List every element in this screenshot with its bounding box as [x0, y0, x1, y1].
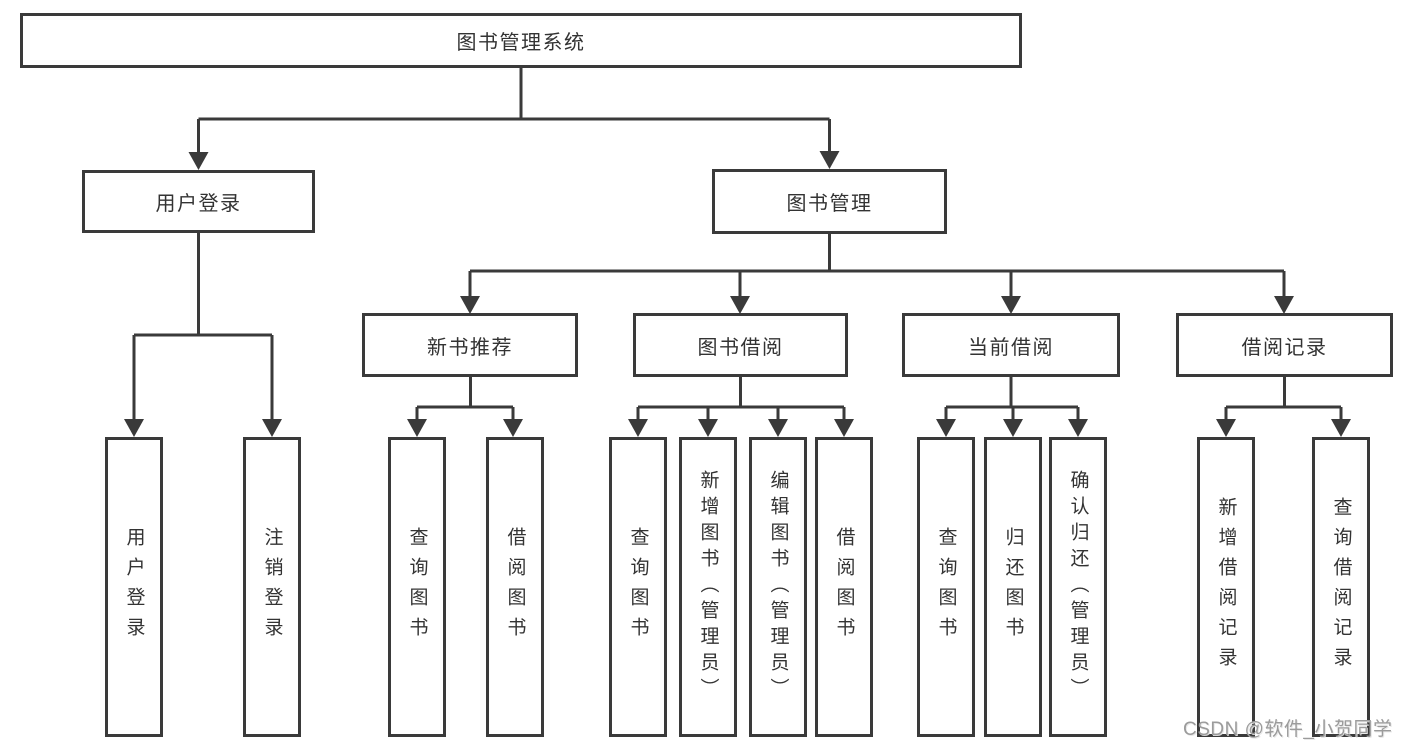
- arrow-down-icon: [628, 419, 648, 437]
- arrow-down-icon: [1003, 419, 1023, 437]
- arrow-down-icon: [834, 419, 854, 437]
- leaf-query-books: 查询图书: [609, 437, 667, 737]
- node-borrowing-records: 借阅记录: [1176, 313, 1393, 377]
- node-book-management: 图书管理: [712, 169, 947, 234]
- connector-bookmgmt-to-level3: [468, 234, 1286, 300]
- arrow-down-icon: [936, 419, 956, 437]
- connector-current-to-leaves: [944, 377, 1080, 423]
- arrow-down-icon: [124, 419, 144, 437]
- leaf-query-books: 查询图书: [388, 437, 446, 737]
- arrow-down-icon: [460, 296, 480, 314]
- leaf-borrow-books: 借阅图书: [486, 437, 544, 737]
- node-label: 新增图书（管理员）: [697, 470, 719, 704]
- csdn-watermark: CSDN @软件_小贺同学: [1183, 719, 1393, 740]
- arrow-down-icon: [1216, 419, 1236, 437]
- leaf-return-books: 归还图书: [984, 437, 1042, 737]
- node-book-borrowing: 图书借阅: [633, 313, 848, 377]
- node-label: 借阅图书: [504, 527, 526, 647]
- arrow-down-icon: [730, 296, 750, 314]
- leaf-add-borrow-record: 新增借阅记录: [1197, 437, 1255, 737]
- arrow-down-icon: [188, 152, 209, 170]
- leaf-query-borrow-record: 查询借阅记录: [1312, 437, 1370, 737]
- arrow-down-icon: [1331, 419, 1351, 437]
- leaf-edit-book-admin: 编辑图书（管理员）: [749, 437, 807, 737]
- arrow-down-icon: [262, 419, 282, 437]
- node-label: 借阅记录: [1241, 336, 1328, 359]
- node-label: 用户登录: [123, 527, 145, 647]
- arrow-down-icon: [407, 419, 427, 437]
- arrow-down-icon: [503, 419, 523, 437]
- node-label: 图书管理系统: [456, 32, 586, 54]
- connector-borrowing-to-leaves: [636, 377, 846, 423]
- node-label: 图书管理: [786, 193, 873, 215]
- node-label: 查询图书: [406, 527, 428, 647]
- leaf-borrow-books: 借阅图书: [815, 437, 873, 737]
- arrow-down-icon: [1274, 296, 1294, 314]
- arrow-down-icon: [819, 151, 840, 169]
- node-label: 归还图书: [1002, 527, 1024, 647]
- node-label: 查询图书: [935, 527, 957, 647]
- leaf-confirm-return-admin: 确认归还（管理员）: [1049, 437, 1107, 737]
- arrow-down-icon: [1001, 296, 1021, 314]
- node-label: 编辑图书（管理员）: [767, 470, 789, 704]
- arrow-down-icon: [768, 419, 788, 437]
- arrowheads: [124, 151, 1351, 437]
- node-label: 用户登录: [155, 193, 242, 215]
- leaf-add-book-admin: 新增图书（管理员）: [679, 437, 737, 737]
- node-label: 注销登录: [261, 527, 283, 647]
- node-current-borrowing: 当前借阅: [902, 313, 1120, 377]
- node-library-management-system: 图书管理系统: [20, 13, 1022, 68]
- leaf-logout: 注销登录: [243, 437, 301, 737]
- node-user-login: 用户登录: [82, 170, 315, 233]
- connector-newbook-to-leaves: [415, 377, 515, 423]
- arrow-down-icon: [698, 419, 718, 437]
- connector-root-to-level2: [197, 68, 831, 156]
- leaf-query-books: 查询图书: [917, 437, 975, 737]
- node-label: 当前借阅: [968, 336, 1054, 359]
- node-label: 新增借阅记录: [1215, 497, 1237, 677]
- node-label: 新书推荐: [427, 336, 513, 359]
- node-label: 查询借阅记录: [1330, 497, 1352, 677]
- arrow-down-icon: [1068, 419, 1088, 437]
- leaf-user-login: 用户登录: [105, 437, 163, 737]
- connector-userlogin-to-leaves: [132, 233, 274, 423]
- node-label: 借阅图书: [833, 527, 855, 647]
- node-label: 确认归还（管理员）: [1067, 470, 1089, 704]
- node-new-book-recommendation: 新书推荐: [362, 313, 578, 377]
- connector-records-to-leaves: [1224, 377, 1343, 423]
- node-label: 图书借阅: [697, 336, 784, 359]
- node-label: 查询图书: [627, 527, 649, 647]
